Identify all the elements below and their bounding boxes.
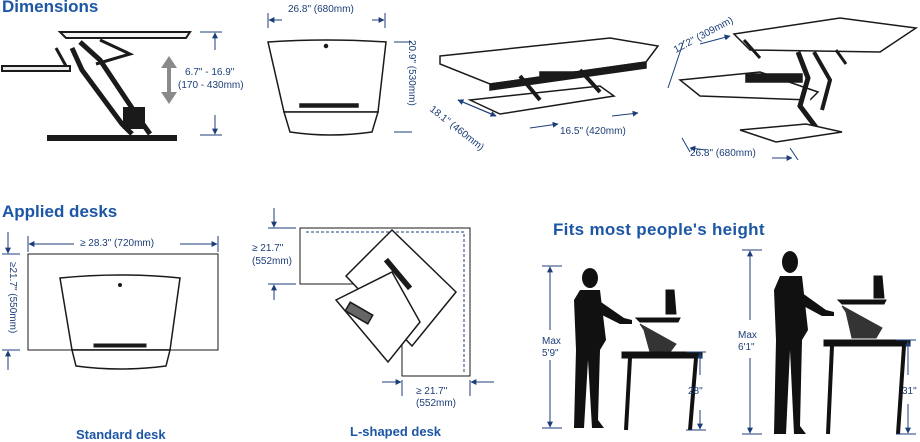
base-width-label: 16.5" (420mm) [560, 126, 626, 137]
standard-desk-caption: Standard desk [76, 427, 166, 442]
person1-dims [542, 265, 706, 431]
person1-max-value: 5'9" [542, 348, 559, 359]
standard-width-label: ≥ 28.3" (720mm) [80, 238, 155, 249]
riser-iso-view [439, 37, 660, 115]
applied-desks-heading: Applied desks [2, 202, 118, 221]
l-depth-2-label: ≥ 21.7" [416, 386, 448, 397]
l-desk-dims [268, 208, 494, 396]
person1-max-label: Max [542, 336, 561, 347]
desk1-height-label: 28" [688, 386, 703, 397]
standard-desk-drawing [27, 253, 219, 370]
riser-iso-view-raised [678, 17, 919, 143]
l-depth-1-mm: (552mm) [252, 256, 293, 267]
person-silhouette-2 [774, 251, 834, 434]
person2-dims [742, 249, 916, 435]
overall-width-label: 26.8" (680mm) [690, 148, 756, 159]
desk2-height-label: 31" [902, 386, 917, 397]
desk-1 [621, 289, 703, 431]
riser-top-view [267, 39, 387, 136]
person-silhouette-1 [574, 268, 632, 428]
height-range-in: 6.7" - 16.9" [185, 67, 235, 78]
fits-height-heading: Fits most people's height [553, 220, 765, 239]
standard-desk-dims [2, 232, 219, 370]
height-arrow [161, 56, 177, 104]
person2-max-label: Max [738, 330, 757, 341]
l-depth-1-label: ≥ 21.7" [252, 243, 284, 254]
riser-side-view [1, 31, 192, 141]
iso-view-dims [457, 99, 639, 129]
height-dimension-line [200, 31, 222, 136]
standard-depth-label: ≥21.7" (550mm) [7, 262, 18, 334]
height-range-mm: (170 - 430mm) [178, 80, 244, 91]
dimensions-heading: Dimensions [2, 0, 99, 16]
desk-2 [823, 275, 911, 435]
iso-view2-dims [667, 34, 799, 161]
top-view-dims [267, 13, 412, 133]
l-depth-2-mm: (552mm) [416, 398, 457, 409]
top-width-label: 26.8" (680mm) [288, 4, 354, 15]
l-shaped-desk-drawing [299, 227, 471, 377]
person2-max-value: 6'1" [738, 342, 755, 353]
top-depth-label: 20.9" (530mm) [406, 40, 417, 106]
l-desk-caption: L-shaped desk [350, 424, 442, 439]
